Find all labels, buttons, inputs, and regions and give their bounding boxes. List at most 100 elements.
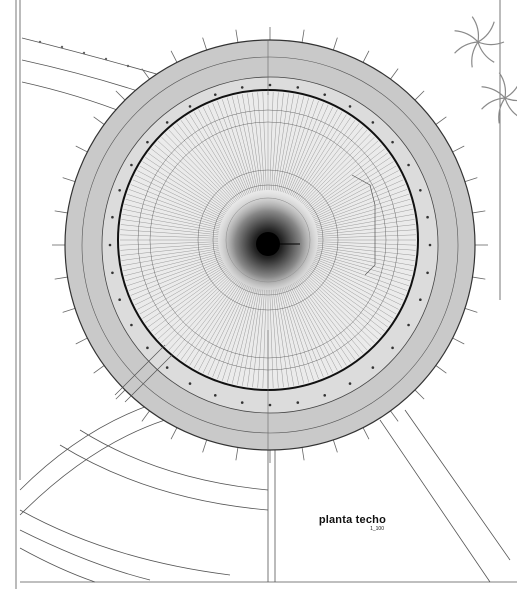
roof-rib <box>142 161 226 214</box>
roof-rib <box>121 219 219 234</box>
roof-rib <box>154 272 230 336</box>
outer-tick <box>75 145 88 153</box>
outer-tick <box>141 68 150 80</box>
roof-rib <box>180 120 239 200</box>
roof-rib <box>142 266 226 319</box>
outer-tick <box>472 276 486 280</box>
roof-rib <box>139 165 225 216</box>
roof-rib <box>185 281 241 363</box>
palm-leaf <box>477 21 495 43</box>
outer-tick <box>414 389 425 400</box>
roof-rib <box>305 140 379 207</box>
palm-leaf <box>477 41 495 63</box>
roof-rib <box>298 279 360 357</box>
roof-rib <box>312 263 399 310</box>
outer-tick <box>115 389 126 400</box>
roof-rib <box>276 94 294 191</box>
outer-tick <box>362 427 370 440</box>
roof-rib <box>139 264 225 315</box>
roof-rib <box>247 93 262 191</box>
outer-tick <box>62 307 76 313</box>
roof-rib <box>269 92 274 191</box>
palm-leaf <box>477 41 505 46</box>
roof-rib <box>122 214 219 232</box>
roof-rib <box>314 256 408 291</box>
roof-rib <box>289 106 334 196</box>
roof-rib <box>124 251 220 276</box>
roof-rib <box>176 123 238 201</box>
outer-tick <box>414 90 425 101</box>
outer-tick <box>75 337 88 345</box>
outer-tick <box>202 439 208 453</box>
ring-marker <box>165 121 169 124</box>
roof-rib <box>307 270 385 332</box>
roof-rib <box>122 248 219 266</box>
roof-rib <box>294 114 347 198</box>
outer-tick <box>115 90 126 101</box>
roof-rib <box>291 284 338 371</box>
drawing-scale: 1_100 <box>370 526 384 532</box>
roof-rib <box>134 174 224 219</box>
outer-tick <box>235 447 239 461</box>
roof-rib <box>123 250 220 271</box>
roof-rib <box>176 279 238 357</box>
roof-rib <box>130 184 222 222</box>
roof-rib <box>288 104 329 195</box>
roof-rib <box>207 104 248 195</box>
roof-rib <box>300 126 364 202</box>
roof-rib <box>137 263 224 310</box>
roof-rib <box>317 219 415 234</box>
roof-rib <box>120 229 219 237</box>
ring-marker <box>407 323 410 327</box>
roof-rib <box>281 288 309 383</box>
outer-tick <box>62 177 76 183</box>
roof-rib <box>222 99 253 193</box>
palm-leaf <box>504 97 517 117</box>
roof-rib <box>271 289 279 388</box>
ring-marker <box>407 163 410 167</box>
roof-rib <box>222 287 253 381</box>
roof-rib <box>154 144 230 208</box>
roof-rib <box>212 286 250 378</box>
roof-rib <box>137 170 224 217</box>
roof-rib <box>311 165 397 216</box>
palm-leaf <box>498 72 507 99</box>
roof-rib <box>317 234 416 239</box>
ring-marker <box>426 215 429 219</box>
ring-marker <box>146 346 149 350</box>
site-boundary <box>15 0 517 589</box>
ring-markers <box>108 83 432 407</box>
roof-rib <box>279 288 304 384</box>
outer-tick <box>472 210 486 214</box>
roof-rib <box>292 283 343 369</box>
roof-rib <box>312 170 399 217</box>
roof-rib <box>317 243 416 251</box>
roof-rib <box>242 94 260 191</box>
outer-tick <box>390 68 399 80</box>
palm-leaf <box>498 97 506 124</box>
outer-tick <box>93 365 105 374</box>
roof-rib <box>165 275 234 347</box>
roof-rib <box>286 286 324 378</box>
roof-rib <box>313 260 404 301</box>
roof-rib <box>252 92 263 191</box>
ring-marker <box>296 401 300 404</box>
roof-rib <box>269 289 274 388</box>
roof-rib <box>262 289 267 388</box>
roof-rib <box>217 286 252 380</box>
outer-tick <box>301 29 305 43</box>
roof-rib <box>124 204 220 229</box>
roof-rib <box>165 133 234 205</box>
roof-rib <box>315 255 409 286</box>
roof-rib <box>314 184 406 222</box>
roof-rib <box>317 241 416 246</box>
roof-rib <box>168 129 235 203</box>
roof-rib <box>311 264 397 315</box>
roof-rib <box>316 250 413 271</box>
roof-rib <box>185 117 241 199</box>
ring-marker <box>268 83 272 87</box>
roof-rib <box>316 204 412 229</box>
roof-rib <box>295 281 351 363</box>
roof-rib <box>289 284 334 374</box>
